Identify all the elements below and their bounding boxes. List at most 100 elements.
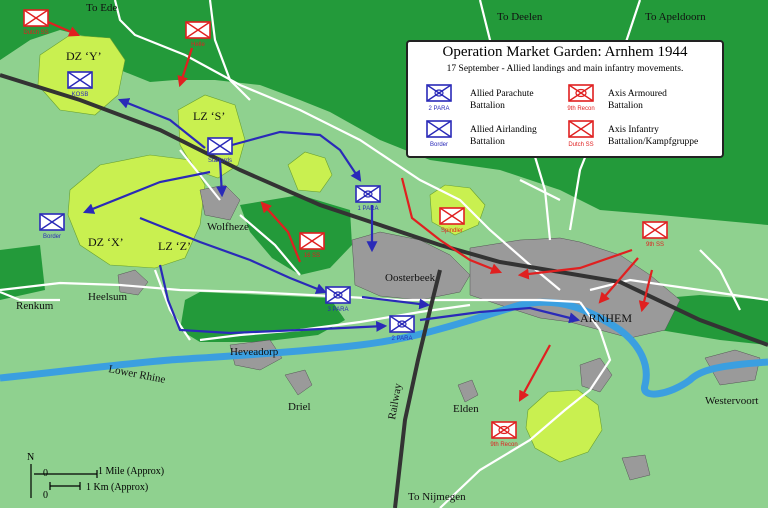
towns <box>117 184 761 481</box>
dz-x-area <box>67 154 206 269</box>
unit-2-para-label: 2 PARA <box>392 336 413 342</box>
unit-spindler-label: Spindler <box>441 228 463 234</box>
label-elden: Elden <box>453 403 479 415</box>
km-one: 1 Km (Approx) <box>86 482 149 493</box>
axis-arrow-9th-recon <box>518 344 551 402</box>
unit-kosb-label: KOSB <box>72 92 89 98</box>
unit-staffords-label: Staffords <box>208 158 232 164</box>
legend-axis-armoured-line1: Axis Armoured <box>608 89 667 99</box>
label-oosterbeek: Oosterbeek <box>385 272 436 284</box>
allied-arrow-kosb <box>117 98 206 149</box>
unit-helle-label: Helle <box>191 42 205 48</box>
allied-arrow-2para <box>158 264 388 335</box>
lower-rhine-river <box>0 298 768 398</box>
scale-lines <box>30 464 98 498</box>
forest-clearing <box>287 151 333 193</box>
legend-allied-para-line2: Battalion <box>470 101 505 111</box>
unit-staffords: Staffords <box>207 137 233 164</box>
axis-arrow-9thss-east <box>638 269 654 313</box>
unit-kosb: KOSB <box>67 71 93 98</box>
unit-3-para-label: 3 PARA <box>328 307 349 313</box>
south-town-area <box>621 454 651 481</box>
legend-allied-airlanding-line1: Allied Airlanding <box>470 125 537 135</box>
legend-allied-airlanding: Allied Airlanding Battalion <box>470 124 537 148</box>
legend-allied-para: Allied Parachute Battalion <box>470 88 534 112</box>
axis-arrow-16ss <box>260 201 302 263</box>
legend-allied-airlanding-line2: Battalion <box>470 137 505 147</box>
allied-arrow-2para-east <box>419 306 581 324</box>
lz-s-area <box>177 94 246 179</box>
unit-16-ss: 16 SS <box>299 232 325 259</box>
legend-axis-infantry: Axis Infantry Battalion/Kampfgruppe <box>608 124 698 148</box>
north-label: N <box>27 452 35 463</box>
unit-2-para: 2 PARA <box>389 315 415 342</box>
km-zero: 0 <box>43 490 48 501</box>
legend-allied-airlanding-icon <box>426 120 452 138</box>
allied-arrows <box>82 98 581 335</box>
legend-allied-para-icon-label: 2 PARA <box>428 106 450 112</box>
scale-bar: N 0 1 Mile (Approx) 0 1 Km (Approx) <box>22 452 212 504</box>
axis-arrow-9thss-west <box>517 248 633 280</box>
legend-axis-infantry-line2: Battalion/Kampfgruppe <box>608 137 699 147</box>
unit-9th-recon: 9th Recon <box>490 421 518 448</box>
legend-allied-para-line1: Allied Parachute <box>470 89 534 99</box>
label-renkum: Renkum <box>16 300 54 312</box>
axis-arrow-spindler <box>400 177 503 274</box>
mile-zero: 0 <box>43 468 48 479</box>
unit-helle: Helle <box>185 21 211 48</box>
legend-axis-infantry-icon <box>568 120 594 138</box>
label-arnhem: ARNHEM <box>580 311 632 325</box>
legend-allied-airlanding-icon-label: Border <box>429 142 448 148</box>
arnhem-south-area <box>579 357 613 393</box>
label-to-deelen: To Deelen <box>497 11 543 23</box>
map-title: Operation Market Garden: Arnhem 1944 <box>442 44 688 60</box>
label-dz-y: DZ ‘Y’ <box>66 49 102 63</box>
unit-1-para: 1 PARA <box>355 185 381 212</box>
heelsum-area <box>117 269 149 296</box>
map-subtitle: 17 September - Allied landings and main … <box>446 64 684 74</box>
label-wolfheze: Wolfheze <box>207 221 249 233</box>
legend-axis-armoured-icon-label: 9th Recon <box>567 106 595 112</box>
axis-arrows <box>47 20 654 402</box>
unit-9th-recon-label: 9th Recon <box>490 442 517 448</box>
label-heveadorp: Heveadorp <box>230 346 279 358</box>
label-westervoort: Westervoort <box>705 395 759 407</box>
legend-allied-para-icon <box>426 84 452 102</box>
label-to-nijmegen: To Nijmegen <box>408 491 466 503</box>
label-to-ede: To Ede <box>86 2 117 14</box>
legend-axis-armoured: Axis Armoured Battalion <box>608 88 667 112</box>
unit-9th-ss-label: 9th SS <box>646 242 664 248</box>
driel-area <box>284 369 313 396</box>
label-lz-s: LZ ‘S’ <box>193 109 225 123</box>
label-to-apeldoorn: To Apeldoorn <box>645 11 706 23</box>
legend-axis-armoured-icon <box>568 84 594 102</box>
label-driel: Driel <box>288 401 311 413</box>
legend-axis-infantry-icon-label: Dutch SS <box>568 142 594 148</box>
railways <box>0 73 768 508</box>
allied-arrow-staffords <box>216 159 227 198</box>
unit-1-para-label: 1 PARA <box>358 206 379 212</box>
axis-arrow-helle <box>177 47 194 88</box>
unit-3-para: 3 PARA <box>325 286 351 313</box>
legend-axis-armoured-line2: Battalion <box>608 101 643 111</box>
allied-arrow-3para-east <box>361 295 431 310</box>
label-lz-z: LZ ‘Z’ <box>158 239 191 253</box>
oosterbeek-area <box>351 231 471 301</box>
allied-arrow-3para <box>139 216 328 294</box>
label-dz-x: DZ ‘X’ <box>88 235 124 249</box>
unit-16-ss-label: 16 SS <box>304 253 320 259</box>
allied-arrow-border <box>82 170 211 214</box>
legend-axis-infantry-line1: Axis Infantry <box>608 125 659 135</box>
axis-arrow-dutch-ss <box>47 20 81 37</box>
elden-area <box>457 379 479 403</box>
unit-dutch-ss-nw-label: Dutch SS <box>23 30 48 36</box>
allied-arrow-1para <box>231 130 362 182</box>
label-heelsum: Heelsum <box>88 291 128 303</box>
south-clearing <box>525 389 603 463</box>
axis-arrow-9thss-south <box>598 257 639 304</box>
unit-border: Border <box>39 213 65 240</box>
legend-box: Operation Market Garden: Arnhem 1944 17 … <box>406 40 724 158</box>
unit-dutch-ss-nw: Dutch SS <box>23 9 49 36</box>
unit-border-label: Border <box>43 234 61 240</box>
unit-9th-ss: 9th SS <box>642 221 668 248</box>
